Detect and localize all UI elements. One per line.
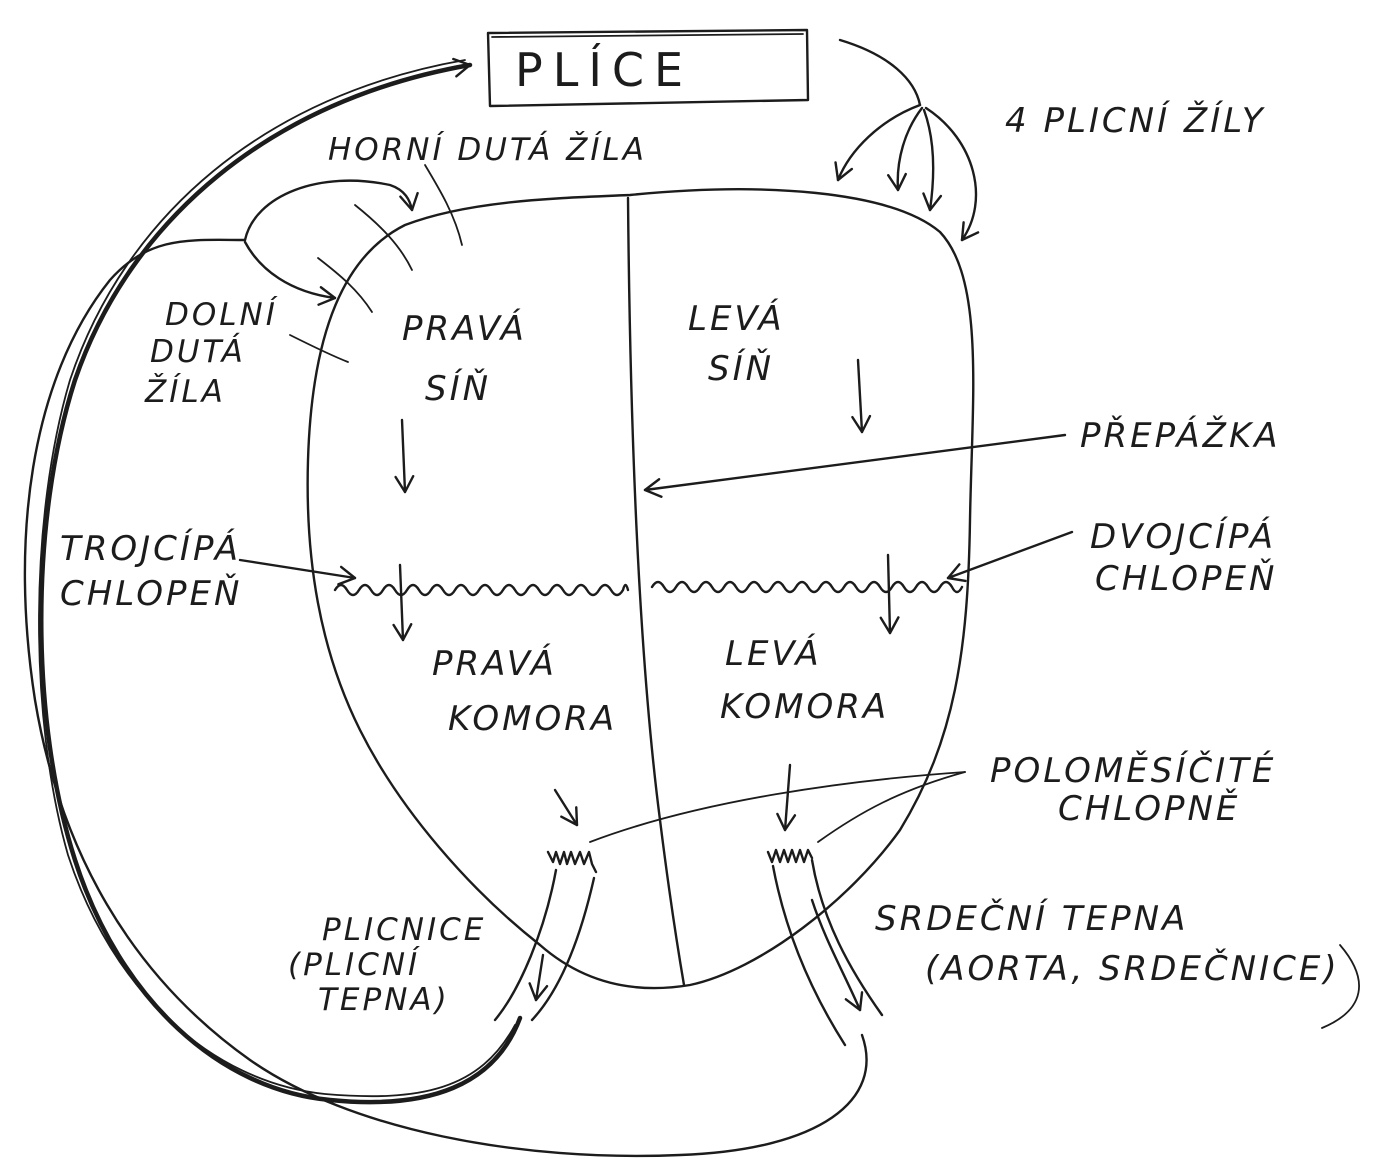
tricuspid-valve-label: TROJCÍPÁ CHLOPEŇ: [60, 528, 242, 614]
lungs-box: PLÍCE: [488, 30, 808, 106]
svg-text:CHLOPEŇ: CHLOPEŇ: [60, 573, 242, 614]
right-ventricle-flow-arrow: [555, 790, 577, 825]
svg-text:PRAVÁ: PRAVÁ: [432, 643, 557, 684]
svg-text:DUTÁ: DUTÁ: [150, 334, 246, 370]
tricuspid-valve-pointer: [240, 560, 355, 578]
svg-text:(AORTA, SRDEČNICE): (AORTA, SRDEČNICE): [925, 948, 1340, 989]
semilunar-valves-label: POLOMĚSÍČITÉ CHLOPNĚ: [990, 750, 1276, 829]
svg-text:LEVÁ: LEVÁ: [688, 298, 785, 339]
svg-text:ŽÍLA: ŽÍLA: [144, 374, 226, 410]
svg-text:PRAVÁ: PRAVÁ: [402, 308, 527, 349]
left-atrium-flow-arrow: [858, 360, 862, 432]
svg-text:DVOJCÍPÁ: DVOJCÍPÁ: [1090, 516, 1276, 557]
pulmonary-veins-arrows: [838, 40, 976, 240]
semilunar-valves-pointers: [590, 772, 965, 842]
tricuspid-valve-wave: [335, 585, 628, 595]
left-ventricle-flow-arrow: [785, 765, 790, 830]
svg-text:SÍŇ: SÍŇ: [708, 348, 774, 389]
lungs-label: PLÍCE: [515, 43, 693, 97]
bicuspid-valve-pointer: [948, 532, 1072, 578]
svg-text:LEVÁ: LEVÁ: [725, 633, 822, 674]
pulmonary-trunk-label: PLICNICE (PLICNÍ TEPNA): [288, 912, 486, 1018]
svg-text:KOMORA: KOMORA: [448, 699, 617, 739]
svg-text:POLOMĚSÍČITÉ: POLOMĚSÍČITÉ: [990, 750, 1276, 791]
svg-text:SÍŇ: SÍŇ: [425, 368, 491, 409]
svg-text:DOLNÍ: DOLNÍ: [165, 297, 278, 333]
svg-text:CHLOPNĚ: CHLOPNĚ: [1058, 788, 1240, 829]
pulmonary-veins-label: 4 PLICNÍ ŽÍLY: [1005, 100, 1266, 141]
right-ventricle-label: PRAVÁ KOMORA: [432, 643, 617, 739]
septum-arrow: [645, 435, 1065, 490]
left-atrium-label: LEVÁ SÍŇ: [688, 298, 785, 389]
right-atrium-label: PRAVÁ SÍŇ: [402, 308, 527, 409]
bicuspid-valve-wave: [652, 582, 962, 592]
svg-text:SRDEČNÍ TEPNA: SRDEČNÍ TEPNA: [875, 898, 1188, 939]
svg-text:(PLICNÍ: (PLICNÍ: [288, 947, 420, 983]
aorta-label: SRDEČNÍ TEPNA (AORTA, SRDEČNICE): [875, 898, 1340, 989]
right-atrium-flow-arrow: [402, 420, 405, 492]
superior-vena-cava-label: HORNÍ DUTÁ ŽÍLA: [328, 132, 647, 168]
svg-text:TEPNA): TEPNA): [318, 982, 450, 1018]
left-valve-flow-arrow: [888, 555, 890, 633]
septum-line: [628, 198, 684, 985]
svg-text:KOMORA: KOMORA: [720, 687, 889, 727]
right-valve-flow-arrow: [400, 565, 403, 640]
svg-text:PLICNICE: PLICNICE: [322, 912, 486, 948]
pulmonary-trunk-vessel: [495, 852, 596, 1020]
inferior-vena-cava-label: DOLNÍ DUTÁ ŽÍLA: [144, 297, 278, 410]
left-ventricle-label: LEVÁ KOMORA: [720, 633, 889, 727]
septum-label: PŘEPÁŽKA: [1080, 415, 1281, 456]
svg-text:CHLOPEŇ: CHLOPEŇ: [1095, 558, 1277, 599]
bicuspid-valve-label: DVOJCÍPÁ CHLOPEŇ: [1090, 516, 1277, 599]
svg-text:TROJCÍPÁ: TROJCÍPÁ: [60, 528, 241, 569]
